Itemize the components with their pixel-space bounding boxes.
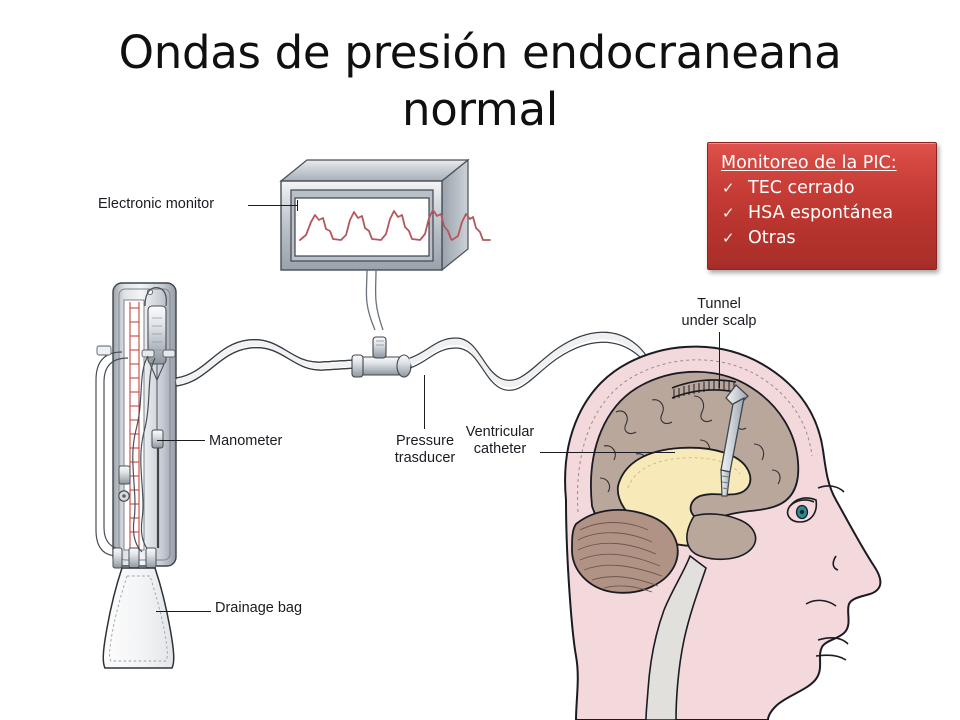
cerebellum: [571, 508, 679, 594]
leader-tunnel-under-scalp: [719, 332, 721, 388]
icp-monitoring-callout-box: Monitoreo de la PIC: ✓ TEC cerrado ✓ HSA…: [707, 142, 937, 270]
label-tunnel-under-scalp: Tunnel under scalp: [681, 296, 757, 329]
head-sagittal-section: [564, 345, 882, 720]
ventricular-catheter-bolt: [720, 384, 749, 497]
electronic-monitor-device: [279, 158, 491, 331]
pressure-transducer-device: [351, 336, 412, 378]
label-electronic-monitor: Electronic monitor: [98, 196, 215, 212]
label-ventricular-catheter: Ventricular catheter: [465, 424, 535, 457]
check-icon: ✓: [722, 229, 735, 247]
leader-pressure-transducer: [424, 375, 426, 429]
label-drainage-bag: Drainage bag: [215, 600, 303, 616]
icp-waveform: [299, 209, 491, 241]
callout-item-otras: ✓ Otras: [718, 226, 926, 251]
callout-item-label: TEC cerrado: [748, 178, 855, 198]
leader-electronic-monitor-tick: [297, 200, 299, 211]
manometer-scale: [129, 302, 140, 548]
brainstem: [645, 554, 707, 720]
leader-drainage-bag: [156, 611, 211, 613]
leader-ventricular-catheter: [540, 452, 675, 454]
tube-manometer-to-transducer: [175, 339, 361, 387]
callout-item-label: HSA espontánea: [748, 203, 894, 223]
face-features: [786, 485, 849, 661]
tunnel-under-scalp-graphic: [671, 379, 737, 399]
manometer-drainage-system: [95, 282, 177, 669]
callout-title: Monitoreo de la PIC:: [721, 153, 897, 173]
callout-item-tec-cerrado: ✓ TEC cerrado: [718, 176, 926, 201]
callout-item-hsa-espontanea: ✓ HSA espontánea: [718, 201, 926, 226]
leader-manometer: [157, 440, 205, 442]
label-manometer: Manometer: [209, 433, 283, 449]
check-icon: ✓: [722, 204, 735, 222]
page-title: Ondas de presión endocraneana normal: [118, 26, 842, 136]
drainage-bag-shape: [102, 567, 175, 669]
leader-electronic-monitor: [248, 205, 298, 207]
callout-item-label: Otras: [748, 228, 796, 248]
label-pressure-transducer: Pressure trasducer: [394, 433, 456, 466]
check-icon: ✓: [722, 179, 735, 197]
